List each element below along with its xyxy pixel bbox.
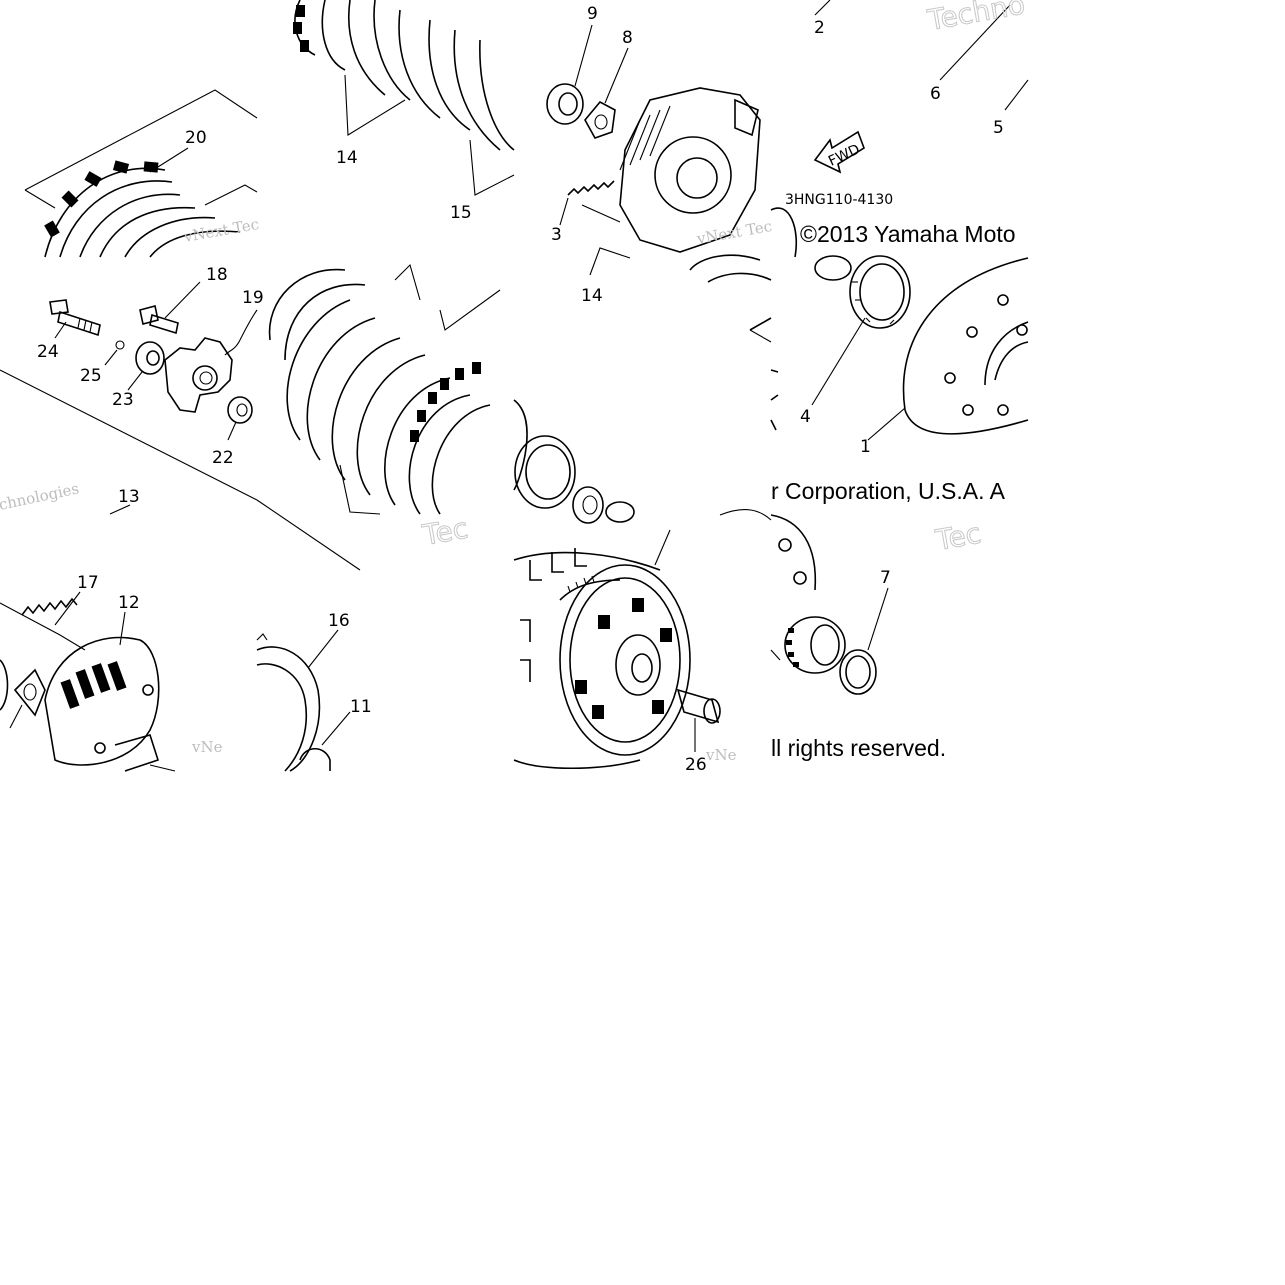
label-part-17: 17 <box>77 573 99 593</box>
watermark-5: Tec <box>933 517 984 557</box>
label-part-8: 8 <box>622 28 633 48</box>
label-part-3: 3 <box>551 225 562 245</box>
tile-top-left <box>24 89 258 258</box>
label-part-5: 5 <box>993 118 1004 138</box>
label-part-14-b: 14 <box>581 286 603 306</box>
tile-top-mid-right <box>546 24 761 276</box>
label-part-4: 4 <box>800 407 811 427</box>
tile-center <box>256 263 501 571</box>
watermark-1: vNext Tec <box>182 215 261 246</box>
tile-mid-right-b <box>770 255 1029 441</box>
part-labels: 9 8 2 6 5 20 14 15 3 14 18 19 24 25 23 2… <box>37 4 1004 775</box>
watermark-6: vNe <box>191 738 223 756</box>
fwd-arrow-icon: FWD <box>813 130 865 174</box>
label-part-14-a: 14 <box>336 148 358 168</box>
watermark-2: vNext Tec <box>695 217 774 248</box>
label-part-26: 26 <box>685 755 707 775</box>
label-part-9: 9 <box>587 4 598 24</box>
label-part-1: 1 <box>860 437 871 457</box>
label-part-13: 13 <box>118 487 140 507</box>
label-part-25: 25 <box>80 366 102 386</box>
tile-top-right: FWD <box>770 0 1029 258</box>
diagram-code: 3HNG110-4130 <box>785 192 893 208</box>
tile-top-mid-left <box>293 0 515 196</box>
label-part-20: 20 <box>185 128 207 148</box>
watermark-4: Tec <box>420 512 471 552</box>
label-part-19: 19 <box>242 288 264 308</box>
tile-bottom-left <box>0 591 176 772</box>
label-part-23: 23 <box>112 390 134 410</box>
tile-mid-right-a <box>513 254 772 524</box>
tile-bottom-mid-right <box>513 509 772 770</box>
label-part-18: 18 <box>206 265 228 285</box>
tile-middle-left <box>0 281 258 515</box>
label-part-2: 2 <box>814 18 825 38</box>
label-part-16: 16 <box>328 611 350 631</box>
label-part-11: 11 <box>350 697 372 717</box>
watermark-3: Techno <box>925 0 1028 37</box>
tile-bottom-right <box>770 514 889 695</box>
watermarks: vNext Tec vNext Tec Techno Tec Tec vNe v… <box>0 0 1028 764</box>
copyright-line-2: r Corporation, U.S.A. A <box>771 478 1006 504</box>
tile-bottom-mid-left <box>256 629 351 772</box>
label-part-15: 15 <box>450 203 472 223</box>
copyright-line-1: ©2013 Yamaha Moto <box>800 221 1016 247</box>
label-part-7: 7 <box>880 568 891 588</box>
label-part-6: 6 <box>930 84 941 104</box>
label-part-24: 24 <box>37 342 59 362</box>
watermark-8: chnologies <box>0 479 81 514</box>
watermark-7: vNe <box>705 746 737 764</box>
label-part-12: 12 <box>118 593 140 613</box>
copyright-line-3: ll rights reserved. <box>771 735 946 761</box>
label-part-22: 22 <box>212 448 234 468</box>
